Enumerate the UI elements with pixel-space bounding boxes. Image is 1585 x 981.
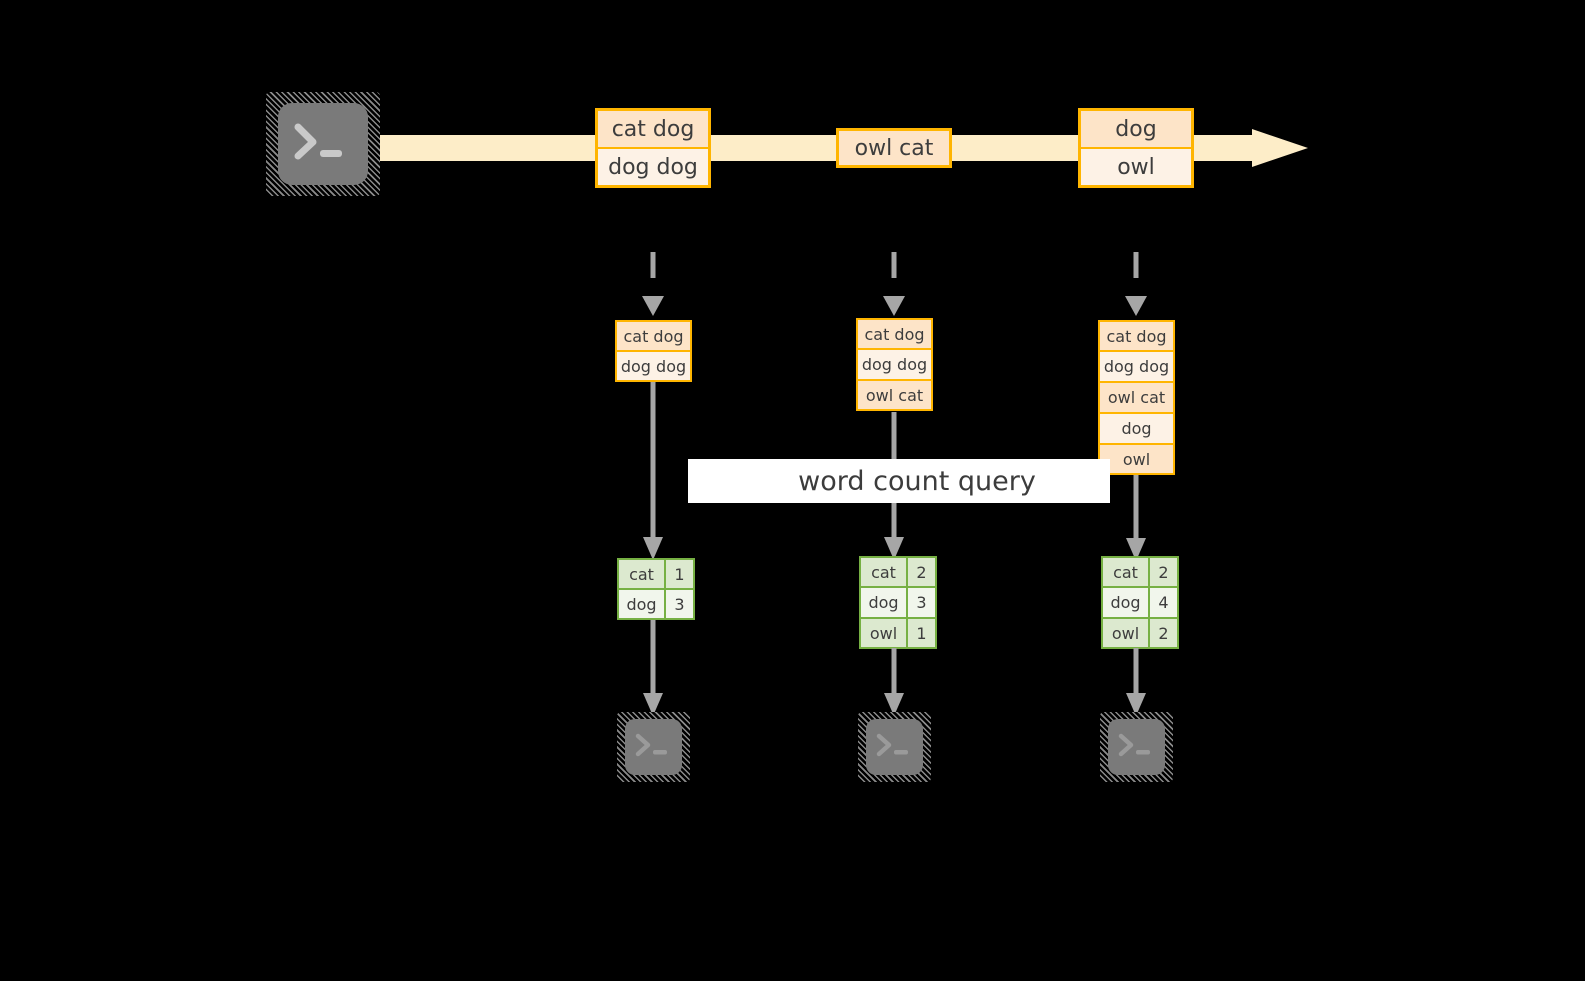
result-count: 3 [907,587,937,618]
dashed-connector [1119,252,1153,322]
query-banner-label: word count query [798,465,1036,497]
input-row: dog dog [615,351,692,382]
result-table: cat 2 dog 3 owl 1 [859,556,937,649]
result-word: owl [1101,618,1149,649]
dashed-connector [636,252,670,322]
result-count: 1 [665,558,695,589]
terminal-prompt-glyph [294,123,342,160]
result-table: cat 1 dog 3 [617,558,695,620]
input-table: cat dog dog dog owl cat dog owl [1098,320,1175,475]
terminal-body [278,103,368,185]
result-count: 3 [665,589,695,620]
input-table: cat dog dog dog [615,320,692,382]
terminal-body [866,719,923,775]
input-row: cat dog [1098,320,1175,351]
result-count: 2 [1149,618,1179,649]
result-row: dog 3 [859,587,937,618]
input-row: dog dog [1098,351,1175,382]
result-row: owl 1 [859,618,937,649]
result-row: cat 1 [617,558,695,589]
result-word: cat [1101,556,1149,587]
result-row: dog 3 [617,589,695,620]
result-word: dog [617,589,665,620]
input-row: cat dog [856,318,933,349]
sink-terminal-icon [617,712,690,782]
stream-event: cat dog [595,108,711,148]
terminal-prompt-glyph [876,733,908,757]
stream-event: dog dog [595,148,711,188]
result-table: cat 2 dog 4 owl 2 [1101,556,1179,649]
input-row: owl cat [1098,382,1175,413]
input-row: owl cat [856,380,933,411]
result-row: cat 2 [859,556,937,587]
input-row: dog dog [856,349,933,380]
result-word: dog [859,587,907,618]
result-row: owl 2 [1101,618,1179,649]
terminal-body [625,719,682,775]
sink-terminal-icon [858,712,931,782]
result-row: cat 2 [1101,556,1179,587]
result-word: cat [617,558,665,589]
source-terminal-icon [266,92,380,196]
input-row: cat dog [615,320,692,351]
stream-event: owl cat [836,128,952,168]
result-count: 4 [1149,587,1179,618]
result-count: 2 [907,556,937,587]
input-table: cat dog dog dog owl cat [856,318,933,411]
terminal-prompt-glyph [635,733,667,757]
result-word: dog [1101,587,1149,618]
solid-connector [641,382,665,562]
result-word: owl [859,618,907,649]
result-count: 1 [907,618,937,649]
terminal-prompt-glyph [1118,733,1150,757]
terminal-body [1108,719,1165,775]
input-row: dog [1098,413,1175,444]
solid-connector [1124,648,1148,718]
solid-connector [882,648,906,718]
stream-event: owl [1078,148,1194,188]
result-row: dog 4 [1101,587,1179,618]
result-word: cat [859,556,907,587]
solid-connector [1124,475,1148,563]
sink-terminal-icon [1100,712,1173,782]
dashed-connector [877,252,911,322]
stream-event: dog [1078,108,1194,148]
query-banner: word count query [688,459,1110,503]
solid-connector [641,620,665,718]
result-count: 2 [1149,556,1179,587]
